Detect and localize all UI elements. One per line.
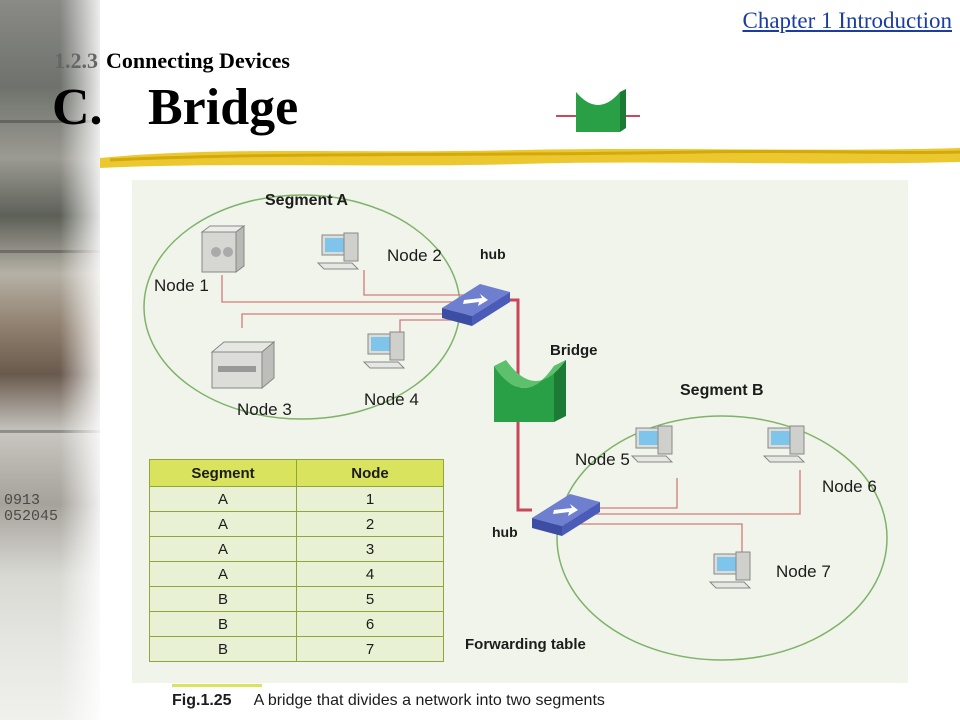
slide-title: Bridge: [148, 79, 299, 136]
node-1-label: Node 1: [154, 276, 209, 295]
bridge-device-icon: [494, 360, 566, 422]
segment-a-wires: [221, 270, 477, 333]
bridge-icon: [556, 89, 640, 132]
node-5-label: Node 5: [575, 450, 630, 469]
bridge-network-figure: Segment A Segment B hub hub Bridge Node …: [132, 180, 908, 683]
segment-a-ring: [143, 194, 461, 420]
node-7-label: Node 7: [776, 562, 831, 581]
figure-number: Fig.1.25: [172, 692, 232, 709]
left-decorative-photo-strip: 0913 052045: [0, 0, 100, 720]
node-5-computer-icon: [630, 425, 674, 463]
figure-caption: Fig.1.25 A bridge that divides a network …: [172, 692, 605, 710]
hub-bottom-label: hub: [492, 524, 518, 540]
bridge-label: Bridge: [550, 342, 598, 359]
segment-b-label: Segment B: [680, 382, 764, 399]
slide-letter: C.: [52, 79, 103, 136]
segment-a-label: Segment A: [265, 192, 348, 209]
chapter-link[interactable]: Chapter 1 Introduction: [742, 8, 952, 33]
node-2-label: Node 2: [387, 246, 442, 265]
table-header-node: Node: [296, 459, 444, 487]
node-7-computer-icon: [708, 551, 752, 589]
node-1-server-icon: [200, 225, 246, 273]
segment-b-ring: [556, 415, 888, 661]
hub-top-label: hub: [480, 246, 506, 262]
node-6-label: Node 6: [822, 477, 877, 496]
node-6-computer-icon: [762, 425, 806, 463]
forwarding-table-caption: Forwarding table: [465, 636, 586, 653]
hub-bottom-icon: [532, 494, 600, 536]
section-title: Connecting Devices: [106, 48, 290, 73]
section-number: 1.2.3: [54, 48, 98, 73]
caption-rule: [172, 684, 262, 687]
node-4-label: Node 4: [364, 390, 419, 409]
page-title: C. Bridge: [52, 78, 298, 137]
node-2-computer-icon: [316, 232, 360, 270]
title-underline-brush: [100, 148, 960, 168]
section-heading: 1.2.3 Connecting Devices: [54, 48, 290, 74]
node-3-label: Node 3: [237, 400, 292, 419]
figure-caption-text: A bridge that divides a network into two…: [253, 692, 605, 709]
node-4-computer-icon: [362, 331, 406, 369]
segment-b-wires: [562, 470, 801, 552]
hub-top-icon: [442, 284, 510, 326]
photo-strip-numbers: 0913 052045: [4, 492, 59, 525]
table-header-segment: Segment: [149, 459, 297, 487]
network-diagram: [143, 194, 888, 661]
node-3-printer-icon: [210, 340, 276, 390]
